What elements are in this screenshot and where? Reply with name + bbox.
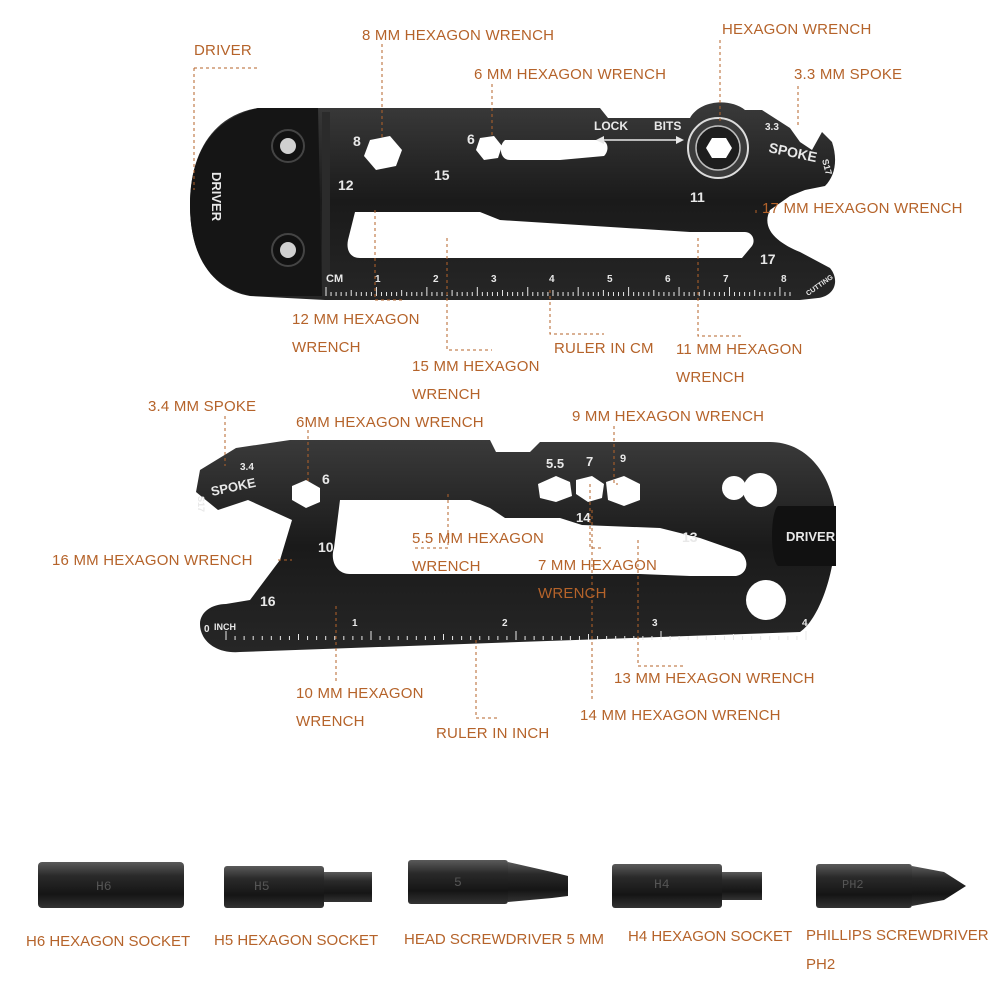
ruler-number: 1 (375, 274, 381, 285)
bit-flat-marking: 5 (454, 875, 462, 890)
bit-h5-marking: H5 (254, 879, 270, 894)
bit-ph2: PH2 (816, 864, 966, 908)
ruler-number: 5 (607, 274, 613, 285)
engr-14: 14 (576, 510, 591, 525)
callout-ruler-cm: RULER IN CM (554, 340, 654, 357)
multitool-top: DRIVER 8 6 12 15 LOCK BITS 3.3 SPOKE S17… (190, 102, 836, 300)
callout-hex6-bottom: 6MM HEXAGON WRENCH (296, 414, 484, 431)
callout-hex16: 16 MM HEXAGON WRENCH (52, 552, 253, 569)
callout-hex8: 8 MM HEXAGON WRENCH (362, 27, 555, 44)
callout-hex10-l2: WRENCH (296, 713, 365, 730)
engr-0: 0 (204, 624, 210, 635)
ruler-number: 3 (491, 274, 497, 285)
bit-label-h5: H5 HEXAGON SOCKET (214, 932, 379, 949)
bit-flat: 5 (408, 860, 568, 904)
engr-17: 17 (760, 251, 776, 267)
callout-ruler-inch: RULER IN INCH (436, 725, 550, 742)
engr-s17-top: S17 (820, 158, 834, 176)
callout-hexagon-wrench: HEXAGON WRENCH (722, 21, 872, 38)
engr-8: 8 (353, 133, 361, 149)
callout-hex10-l1: 10 MM HEXAGON (296, 685, 424, 702)
engr-driver-top: DRIVER (209, 172, 224, 222)
engr-9: 9 (620, 453, 626, 465)
engr-inch: INCH (214, 622, 236, 632)
bit-h5: H5 (224, 866, 372, 908)
engr-12: 12 (338, 177, 354, 193)
engr-7: 7 (586, 454, 593, 469)
ruler-number: 6 (665, 274, 671, 285)
callout-hex6-top: 6 MM HEXAGON WRENCH (474, 66, 667, 83)
engr-cm: CM (326, 273, 343, 285)
bit-h4-marking: H4 (654, 877, 670, 892)
callout-driver-top: DRIVER (194, 42, 252, 59)
bit-h4: H4 (612, 864, 762, 908)
engr-13: 13 (682, 529, 698, 545)
bit-label-h4: H4 HEXAGON SOCKET (628, 928, 793, 945)
callout-hex9: 9 MM HEXAGON WRENCH (572, 408, 765, 425)
callout-hex7-l2: WRENCH (538, 585, 607, 602)
callout-hex11-l2: WRENCH (676, 369, 745, 386)
callout-spoke34: 3.4 MM SPOKE (148, 398, 257, 415)
engr-11: 11 (690, 189, 705, 205)
bit-h6-marking: H6 (96, 879, 112, 894)
callout-hex15-l2: WRENCH (412, 386, 481, 403)
engr-driver-bottom: DRIVER (786, 529, 836, 544)
callout-hex15-l1: 15 MM HEXAGON (412, 358, 540, 375)
multitool-bottom: DRIVER 3.4 SPOKE S17 6 5.5 7 9 10 14 13 … (196, 440, 836, 653)
engr-bits: BITS (654, 119, 681, 133)
callout-hex14: 14 MM HEXAGON WRENCH (580, 707, 781, 724)
callout-hex17: 17 MM HEXAGON WRENCH (762, 200, 963, 217)
ruler-number: 7 (723, 274, 729, 285)
engr-3-3: 3.3 (765, 122, 779, 133)
engr-15: 15 (434, 167, 450, 183)
bit-label-ph2-l2: PH2 (806, 956, 836, 973)
ruler-number: 8 (781, 274, 787, 285)
bit-label-h6: H6 HEXAGON SOCKET (26, 933, 191, 950)
ruler-number: 4 (549, 274, 555, 285)
callout-hex11-l1: 11 MM HEXAGON (676, 341, 803, 358)
engr-5-5: 5.5 (546, 456, 564, 471)
ruler-number: 2 (502, 618, 508, 629)
ruler-number: 1 (352, 618, 358, 629)
engr-3-4: 3.4 (240, 462, 254, 473)
bit-h6: H6 (38, 862, 184, 908)
engr-s17-bottom: S17 (196, 496, 206, 512)
callout-hex55-l2: WRENCH (412, 558, 481, 575)
engr-lock: LOCK (594, 119, 628, 133)
ruler-number: 3 (652, 618, 658, 629)
ruler-number: 2 (433, 274, 439, 285)
callout-hex55-l1: 5.5 MM HEXAGON (412, 530, 544, 547)
bit-ph2-marking: PH2 (842, 878, 864, 892)
callout-hex12-l1: 12 MM HEXAGON (292, 311, 420, 328)
callout-leaders (193, 40, 799, 719)
callout-hex7-l1: 7 MM HEXAGON (538, 557, 658, 574)
ruler-number: 4 (802, 618, 808, 629)
engr-16: 16 (260, 593, 276, 609)
callout-spoke33: 3.3 MM SPOKE (794, 66, 903, 83)
engr-6-bottom: 6 (322, 471, 330, 487)
engr-6-top: 6 (467, 131, 475, 147)
callout-hex13: 13 MM HEXAGON WRENCH (614, 670, 815, 687)
bit-label-flat: HEAD SCREWDRIVER 5 MM (404, 931, 605, 948)
engr-10: 10 (318, 539, 334, 555)
callout-hex12-l2: WRENCH (292, 339, 361, 356)
bit-label-ph2-l1: PHILLIPS SCREWDRIVER (806, 927, 989, 944)
